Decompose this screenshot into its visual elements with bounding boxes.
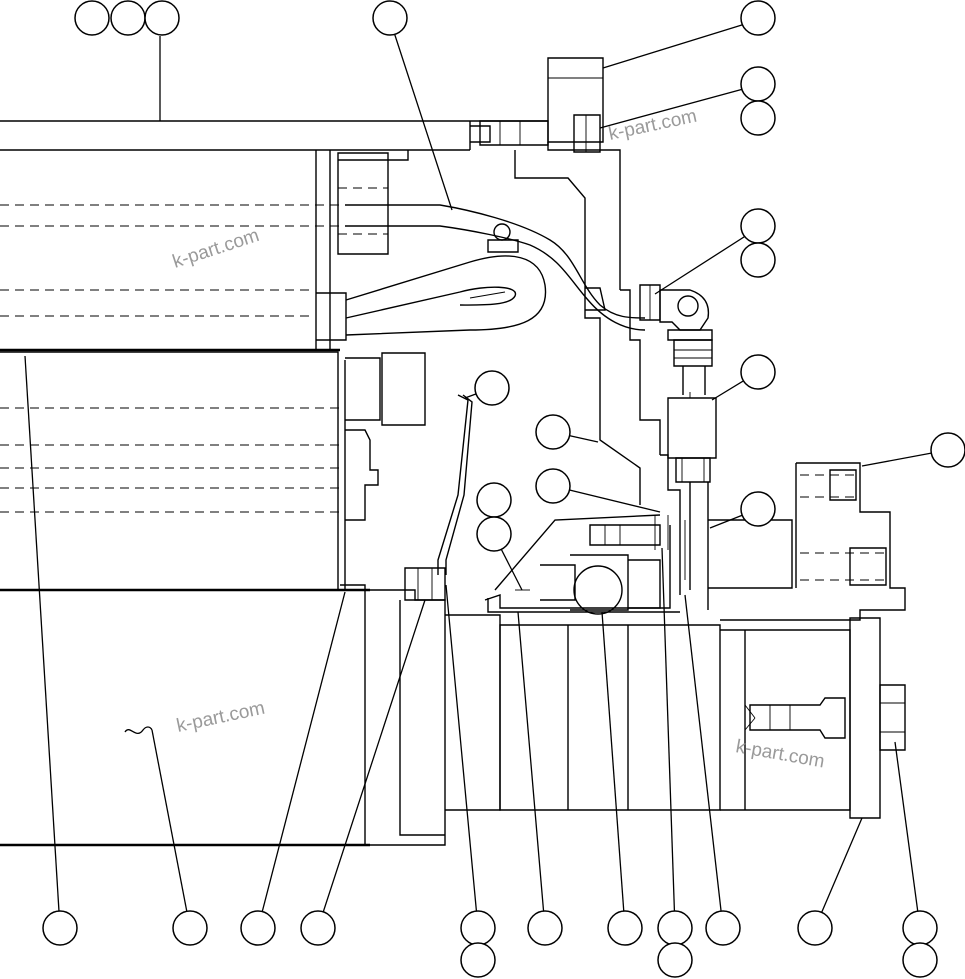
- balloon: [740, 100, 776, 136]
- balloon: [372, 0, 408, 36]
- balloon: [476, 516, 512, 552]
- balloon: [474, 370, 510, 406]
- watermark: k-part.com: [734, 736, 826, 772]
- callout-balloons: [42, 0, 965, 978]
- balloon: [740, 491, 776, 527]
- watermark: k-part.com: [607, 106, 699, 145]
- balloon: [300, 910, 336, 946]
- balloon: [902, 910, 938, 946]
- watermark: k-part.com: [175, 698, 267, 737]
- balloon: [930, 432, 965, 468]
- output-shaft: [720, 617, 906, 819]
- balloon: [460, 942, 496, 978]
- balloon: [460, 910, 496, 946]
- balloon: [74, 0, 110, 36]
- hose-pipe: [345, 204, 646, 336]
- balloon: [144, 0, 180, 36]
- balloon: [172, 910, 208, 946]
- balloon: [705, 910, 741, 946]
- watermark: k-part.com: [170, 225, 262, 273]
- balloon: [535, 468, 571, 504]
- balloon: [740, 66, 776, 102]
- right-block: [708, 462, 906, 621]
- balloon: [740, 242, 776, 278]
- balloon: [740, 208, 776, 244]
- upper-flange: [470, 57, 661, 505]
- elbow-fitting: [639, 284, 717, 610]
- balloon: [110, 0, 146, 36]
- watermarks: k-part.com k-part.com k-part.com k-part.…: [170, 106, 826, 773]
- balloon: [476, 482, 512, 518]
- balloon: [740, 354, 776, 390]
- leader-lines: [24, 19, 949, 929]
- balloon: [42, 910, 78, 946]
- balloon: [657, 910, 693, 946]
- upper-housing: [0, 120, 548, 352]
- lower-drum: [0, 351, 426, 847]
- balloon: [527, 910, 563, 946]
- balloon: [740, 0, 776, 36]
- balloon: [240, 910, 276, 946]
- thin-plate: [437, 394, 473, 575]
- balloon: [657, 942, 693, 978]
- balloon: [607, 910, 643, 946]
- balloon: [902, 942, 938, 978]
- balloon: [797, 910, 833, 946]
- balloon: [535, 414, 571, 450]
